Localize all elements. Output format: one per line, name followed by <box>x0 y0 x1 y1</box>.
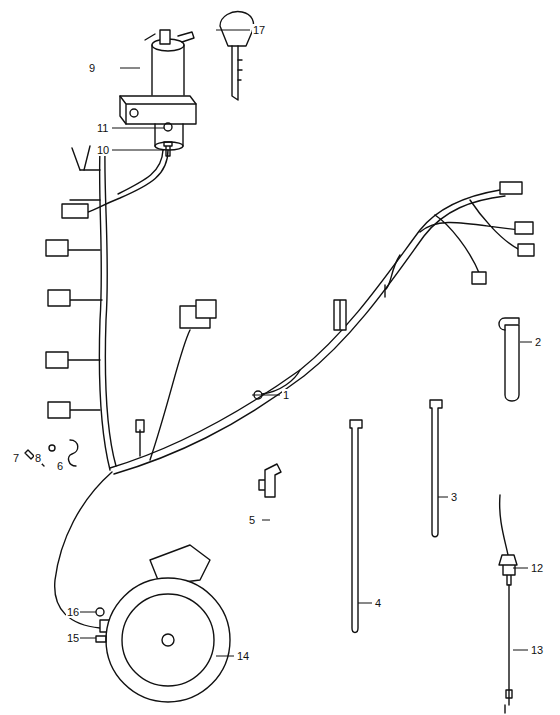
ignition-switch <box>62 30 196 218</box>
horn <box>96 545 230 702</box>
callout-number: 15 <box>66 632 80 644</box>
callout-number: 7 <box>12 452 20 464</box>
cable-band <box>430 400 442 537</box>
leader-lines <box>80 30 532 656</box>
callout-number: 13 <box>530 644 544 656</box>
brake-switch <box>499 495 517 713</box>
washer <box>49 445 55 451</box>
callout-number: 11 <box>96 122 109 134</box>
callout-number: 1 <box>282 389 290 401</box>
callout-number: 14 <box>236 650 250 662</box>
callout-number: 10 <box>96 144 110 156</box>
callout-number: 17 <box>252 24 266 36</box>
callout-number: 9 <box>88 62 96 74</box>
cable-band <box>350 420 362 633</box>
grommet <box>164 123 172 131</box>
clip <box>69 440 78 466</box>
callout-number: 2 <box>534 336 542 348</box>
wiring-harness <box>46 146 534 632</box>
callout-number: 12 <box>530 562 544 574</box>
clamp <box>505 325 519 401</box>
screw <box>164 142 172 156</box>
callout-number: 16 <box>66 606 80 618</box>
screw <box>25 450 44 466</box>
callout-number: 8 <box>34 452 42 464</box>
callout-number: 4 <box>374 597 382 609</box>
clamp <box>259 464 281 497</box>
callout-number: 5 <box>248 514 256 526</box>
leader-line <box>216 30 250 31</box>
callout-number: 3 <box>450 491 458 503</box>
ignition-key <box>220 12 254 100</box>
callout-number: 6 <box>56 460 64 472</box>
